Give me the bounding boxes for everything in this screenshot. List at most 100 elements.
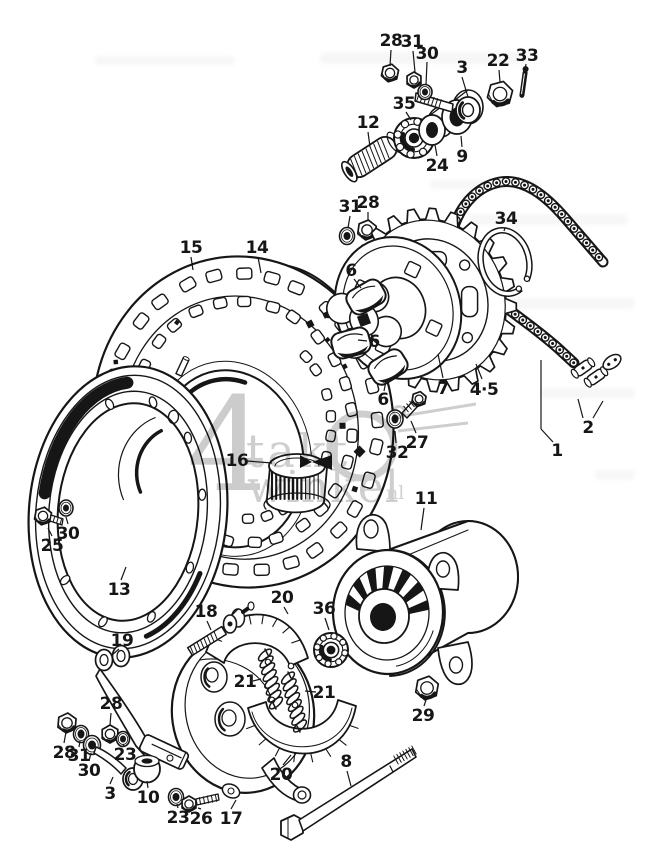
- leader-line-28: [63, 731, 67, 744]
- part-label-25-26: 25: [41, 536, 64, 556]
- leader-line-3: [461, 76, 469, 98]
- part-label-29-46: 29: [412, 706, 435, 726]
- part-label-33-5: 33: [516, 46, 539, 66]
- part-label-14-23: 14: [246, 238, 269, 258]
- part-label-28-0: 28: [380, 31, 403, 51]
- part-label-36-41: 36: [313, 599, 336, 619]
- part-label-28-32: 28: [53, 743, 76, 763]
- leader-line-34: [503, 227, 506, 232]
- watermark-logo: [326, 402, 477, 482]
- leader-line-33: [524, 63, 527, 71]
- leader-line-23: [122, 743, 125, 747]
- leader-line-10: [146, 780, 149, 789]
- part-label-8-45: 8: [340, 752, 351, 772]
- part-label-30-2: 30: [416, 44, 439, 64]
- leader-line-19: [111, 648, 120, 656]
- part-label-34-12: 34: [495, 209, 518, 229]
- part-label-4·5-17: 4·5: [470, 380, 499, 400]
- leader-line-2: [577, 398, 584, 419]
- leader-line-36: [324, 617, 330, 631]
- part-label-30-34: 30: [78, 761, 101, 781]
- part-label-7-16: 7: [437, 379, 448, 399]
- part-label-15-22: 15: [180, 238, 203, 258]
- part-label-31-10: 31: [339, 197, 362, 217]
- part-label-21-42: 21: [234, 672, 257, 692]
- leader-line-35: [405, 111, 412, 121]
- leader-line-22: [498, 69, 501, 83]
- watermark-winkel: winkel: [247, 462, 400, 513]
- leader-line-21: [252, 678, 262, 682]
- part-label-1-20: 1: [551, 441, 562, 461]
- leader-line-11: [420, 507, 425, 531]
- part-label-26-38: 26: [190, 809, 213, 829]
- leader-line-28: [109, 712, 112, 726]
- leader-line-32: [394, 430, 397, 444]
- part-label-6-14: 6: [368, 332, 379, 352]
- part-label-24-8: 24: [426, 156, 449, 176]
- leader-line-24: [434, 144, 438, 157]
- leader-line-8: [346, 770, 352, 787]
- leader-line-23: [176, 803, 179, 809]
- part-label-18-29: 18: [195, 602, 218, 622]
- leader-line-6: [357, 339, 368, 342]
- leader-line-31: [78, 740, 81, 748]
- part-label-23-37: 23: [167, 808, 190, 828]
- leader-line-30: [65, 516, 69, 525]
- leader-line-26: [197, 807, 202, 810]
- part-label-3-35: 3: [104, 784, 115, 804]
- leader-line-21: [304, 690, 317, 693]
- part-label-30-27: 30: [57, 524, 80, 544]
- leader-line-3: [109, 776, 114, 785]
- part-label-20-40: 20: [271, 588, 294, 608]
- part-label-11-47: 11: [415, 489, 438, 509]
- leader-line-16: [246, 460, 273, 464]
- part-label-6-15: 6: [377, 390, 388, 410]
- part-label-31-33: 31: [68, 746, 91, 766]
- part-label-6-13: 6: [345, 261, 356, 281]
- leader-line-12: [367, 131, 371, 148]
- leader-line-6: [353, 278, 362, 289]
- part-label-9-9: 9: [456, 147, 467, 167]
- part-label-2-21: 2: [582, 418, 593, 438]
- part-label-20-44: 20: [270, 765, 293, 785]
- leader-line-27: [410, 420, 417, 434]
- leader-line-20: [283, 606, 289, 615]
- leader-line-31: [412, 50, 416, 73]
- leader-line-31: [347, 215, 351, 229]
- watermark-nl: nl: [386, 482, 404, 504]
- leader-line-30: [88, 752, 92, 762]
- leader-line-15: [190, 256, 194, 271]
- part-label-12-7: 12: [357, 113, 380, 133]
- part-label-27-18: 27: [406, 433, 429, 453]
- part-label-17-39: 17: [220, 809, 243, 829]
- watermark: 4 takt winkel nl: [187, 369, 477, 521]
- line-art: [27, 63, 622, 841]
- part-label-23-31: 23: [114, 745, 137, 765]
- part-label-16-24: 16: [226, 451, 249, 471]
- leader-line-14: [257, 256, 262, 274]
- leader-line-9: [460, 135, 463, 148]
- leader-line-18: [206, 620, 212, 631]
- leader-line-13: [120, 566, 127, 581]
- leader-line-2: [592, 400, 604, 419]
- leader-line-7: [437, 353, 444, 379]
- leader-line-28: [389, 49, 392, 67]
- part-label-3-3: 3: [456, 58, 467, 78]
- leader-line-4·5: [475, 363, 483, 380]
- part-label-32-19: 32: [386, 443, 409, 463]
- part-label-10-36: 10: [137, 788, 160, 808]
- leader-line-20: [282, 754, 292, 766]
- leader-line-29: [423, 699, 427, 707]
- part-label-19-28: 19: [111, 631, 134, 651]
- leader-line-25: [47, 527, 53, 537]
- leader-line-17: [230, 799, 237, 810]
- part-label-35-6: 35: [393, 94, 416, 114]
- part-label-28-30: 28: [100, 694, 123, 714]
- watermark-4: 4: [187, 369, 270, 521]
- part-label-28-11: 28: [357, 193, 380, 213]
- part-label-13-25: 13: [108, 580, 131, 600]
- part-label-21-43: 21: [313, 683, 336, 703]
